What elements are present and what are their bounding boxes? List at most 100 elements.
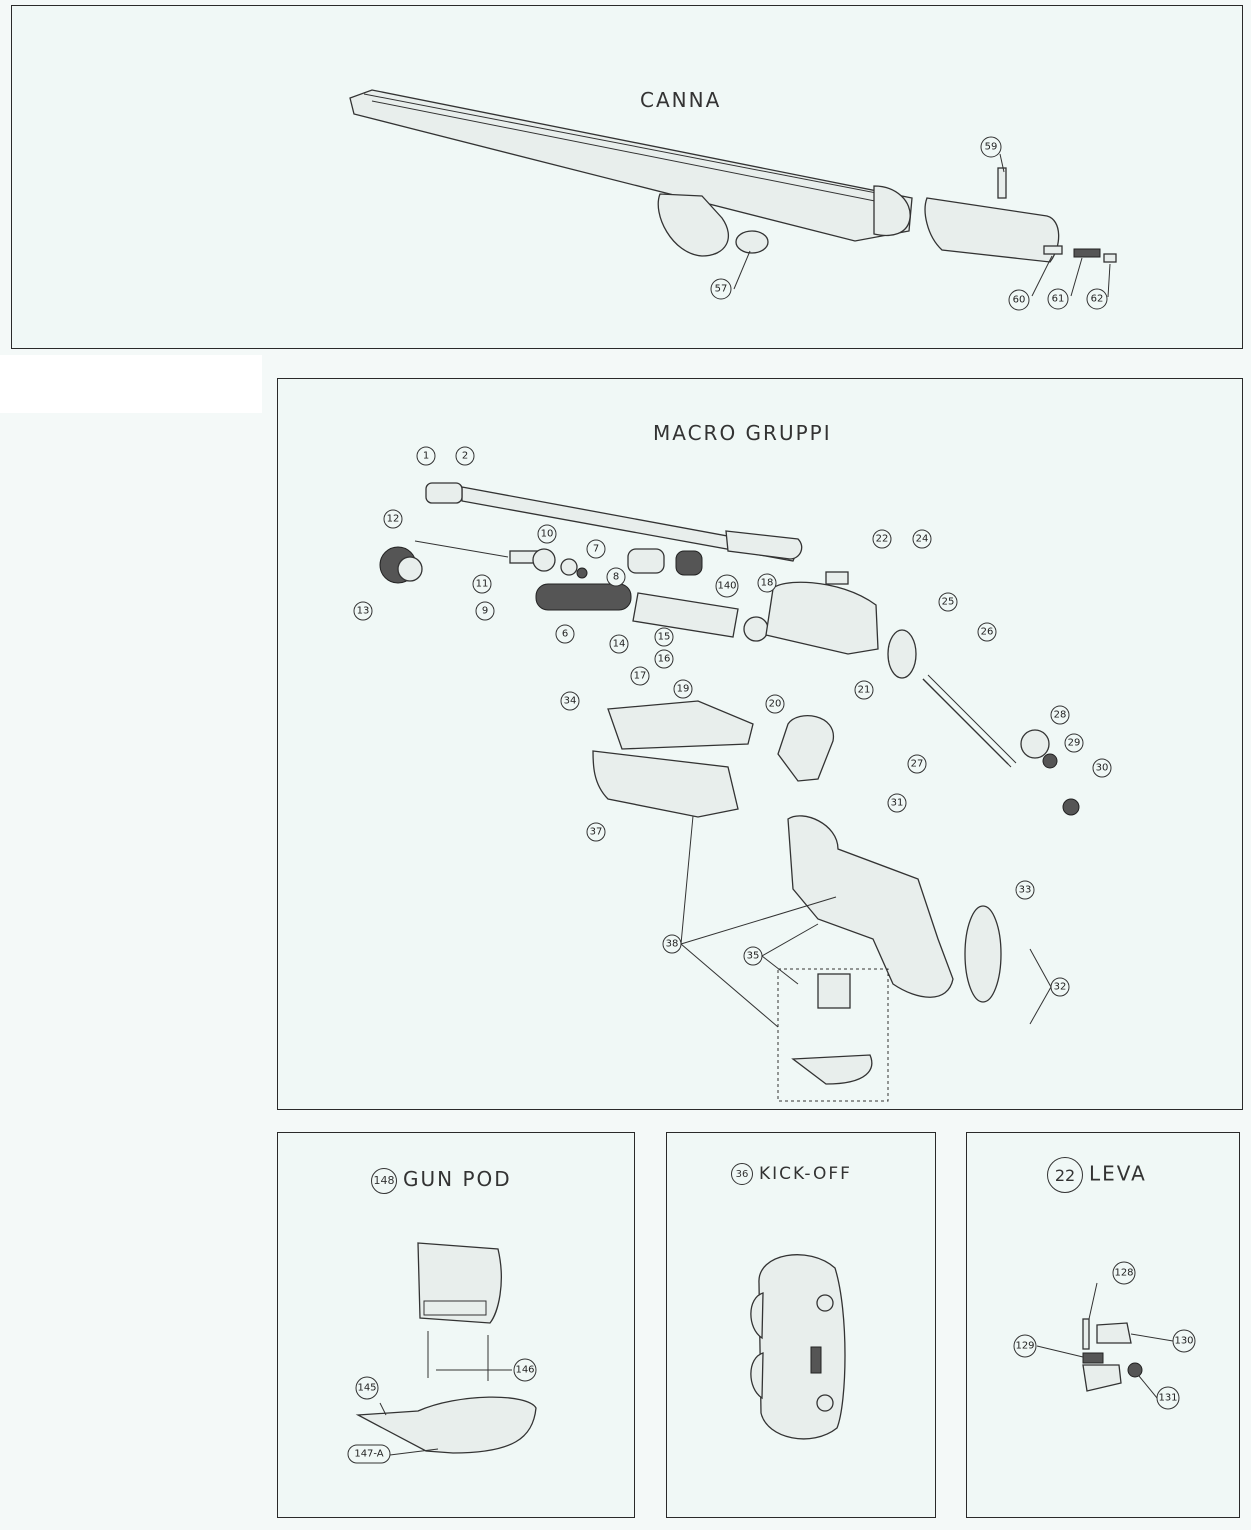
callout-2: 2 [455, 446, 475, 466]
callout-10: 10 [537, 524, 557, 544]
svg-text:28: 28 [1054, 710, 1067, 721]
callout-147-a: 147-A [347, 1444, 391, 1464]
svg-text:129: 129 [1015, 1341, 1034, 1352]
callout-33: 33 [1015, 880, 1035, 900]
svg-text:9: 9 [482, 606, 488, 617]
svg-text:61: 61 [1052, 294, 1065, 305]
callout-18: 18 [757, 573, 777, 593]
callout-13: 13 [353, 601, 373, 621]
exploded-assembly-drawing: 1 2 12 10 7 8 11 9 13 6 14 140 18 22 24 … [353, 446, 1112, 1102]
svg-text:38: 38 [666, 939, 679, 950]
svg-text:140: 140 [717, 581, 736, 592]
callout-34: 34 [560, 691, 580, 711]
callout-145: 145 [355, 1376, 379, 1400]
callout-12: 12 [383, 509, 403, 529]
svg-text:1: 1 [423, 451, 429, 462]
svg-text:10: 10 [541, 529, 554, 540]
svg-text:130: 130 [1174, 1336, 1193, 1347]
callout-15: 15 [654, 627, 674, 647]
svg-text:35: 35 [747, 951, 760, 962]
svg-text:16: 16 [658, 654, 671, 665]
blank-margin [0, 355, 262, 413]
svg-text:59: 59 [985, 142, 998, 153]
callout-20: 20 [765, 694, 785, 714]
svg-text:6: 6 [562, 629, 568, 640]
callout-22: 22 [872, 529, 892, 549]
barrel-part [349, 89, 913, 242]
gun-pod-title-text: GUN POD [403, 1167, 512, 1191]
callout-26: 26 [977, 622, 997, 642]
ring-57 [735, 230, 769, 254]
svg-text:31: 31 [891, 798, 904, 809]
callout-61: 61 [1047, 288, 1069, 310]
svg-text:34: 34 [564, 696, 577, 707]
svg-text:18: 18 [761, 578, 774, 589]
svg-text:21: 21 [858, 685, 871, 696]
svg-text:7: 7 [593, 544, 599, 555]
callout-128: 128 [1112, 1261, 1136, 1285]
svg-text:29: 29 [1068, 738, 1081, 749]
kick-off-number-badge: 36 [731, 1163, 753, 1185]
callout-6: 6 [555, 624, 575, 644]
svg-text:25: 25 [942, 597, 955, 608]
svg-text:15: 15 [658, 632, 671, 643]
callout-25: 25 [938, 592, 958, 612]
gun-pod-number-badge: 148 [371, 1167, 397, 1194]
callout-38: 38 [662, 934, 682, 954]
callout-129: 129 [1013, 1334, 1037, 1358]
panel-macro-gruppi: MACRO GRUPPI [277, 378, 1243, 1110]
svg-text:19: 19 [677, 684, 690, 695]
callout-140: 140 [715, 574, 739, 598]
callout-24: 24 [912, 529, 932, 549]
callout-17: 17 [630, 666, 650, 686]
kick-off-drawing [750, 1254, 846, 1440]
svg-text:62: 62 [1091, 294, 1104, 305]
svg-text:12: 12 [387, 514, 400, 525]
gun-pod-drawing: 146 145 147-A [347, 1242, 537, 1464]
callout-57: 57 [710, 278, 732, 300]
callout-14: 14 [609, 634, 629, 654]
callout-8: 8 [606, 567, 626, 587]
svg-text:11: 11 [476, 579, 489, 590]
panel-title-canna: CANNA [640, 88, 722, 112]
callout-32: 32 [1050, 977, 1070, 997]
callout-11: 11 [472, 574, 492, 594]
callout-60: 60 [1008, 289, 1030, 311]
svg-text:26: 26 [981, 627, 994, 638]
callout-21: 21 [854, 680, 874, 700]
svg-text:30: 30 [1096, 763, 1109, 774]
svg-text:20: 20 [769, 699, 782, 710]
svg-text:14: 14 [613, 639, 626, 650]
svg-text:32: 32 [1054, 982, 1067, 993]
svg-text:146: 146 [515, 1365, 534, 1376]
svg-text:22: 22 [876, 534, 889, 545]
svg-text:8: 8 [613, 572, 619, 583]
leva-title-text: LEVA [1089, 1161, 1147, 1186]
callout-28: 28 [1050, 705, 1070, 725]
callout-19: 19 [673, 679, 693, 699]
callout-7: 7 [586, 539, 606, 559]
barrel-drawing: 57 59 60 61 62 [349, 89, 1117, 311]
leva-number-badge: 22 [1047, 1157, 1083, 1193]
svg-text:60: 60 [1013, 295, 1026, 306]
svg-text:145: 145 [357, 1383, 376, 1394]
callout-131: 131 [1156, 1386, 1180, 1410]
svg-text:27: 27 [911, 759, 924, 770]
panel-title-macro-gruppi: MACRO GRUPPI [653, 421, 832, 445]
pin-60 [1043, 245, 1063, 255]
callout-27: 27 [907, 754, 927, 774]
svg-text:37: 37 [590, 827, 603, 838]
svg-text:13: 13 [357, 606, 370, 617]
svg-text:131: 131 [1158, 1393, 1177, 1404]
extension-part [924, 197, 1060, 263]
callout-29: 29 [1064, 733, 1084, 753]
spring-61 [1073, 248, 1101, 258]
callout-130: 130 [1172, 1329, 1196, 1353]
callout-146: 146 [513, 1358, 537, 1382]
